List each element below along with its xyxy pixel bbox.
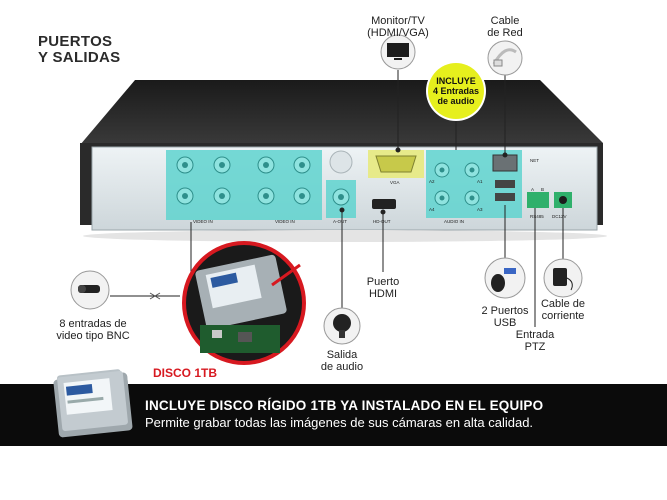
hdmi-port [372, 199, 396, 209]
audio-in-connectors [434, 162, 480, 206]
callout-network: Cable de Red [487, 15, 523, 39]
label-video-in-2: VIDEO IN [275, 219, 295, 224]
usb-port-2 [495, 193, 515, 201]
callout-hdmi: Puerto HDMI [366, 276, 400, 300]
banner-subtitle: Permite grabar todas las imágenes de sus… [145, 415, 534, 430]
bnc-cable-icon [70, 270, 161, 310]
audio-cable-icon [323, 307, 361, 345]
page-title: PUERTOS Y SALIDAS [38, 33, 121, 66]
rs485-terminal [527, 192, 549, 208]
label-vga: VGA [390, 180, 400, 185]
label-hd-out: HD-OUT [373, 219, 391, 224]
label-a4: A4 [429, 207, 435, 212]
banner-title: INCLUYE DISCO RÍGIDO 1TB YA INSTALADO EN… [145, 398, 544, 413]
vga-port [375, 155, 417, 173]
disk-label: DISCO 1TB [153, 366, 218, 380]
power-adapter-icon [543, 258, 583, 298]
label-a: A [531, 187, 535, 192]
hdd-inset [182, 241, 306, 365]
dvr-shadow [83, 230, 607, 242]
callout-bnc: 8 entradas de video tipo BNC [56, 318, 130, 342]
label-a1: A1 [477, 179, 483, 184]
dc12v-port [559, 196, 567, 204]
callout-usb: 2 Puertos USB [481, 305, 529, 329]
audio-in-highlight [426, 150, 488, 218]
label-dc12v: DC12V [552, 214, 567, 219]
label-a-out: A-OUT [333, 219, 347, 224]
label-rs485: RS485 [530, 214, 544, 219]
audio-inputs-badge: INCLUYE 4 Entradas de audio [428, 63, 484, 119]
label-video-in-1: VIDEO IN [193, 219, 213, 224]
callout-monitor: Monitor/TV (HDMI/VGA) [367, 15, 429, 39]
label-a3: A3 [477, 207, 483, 212]
label-audio-in: AUDIO IN [444, 219, 465, 224]
monitor-icon [380, 34, 416, 70]
label-b: B [541, 187, 545, 192]
usb-port-1 [495, 180, 515, 188]
blank-cover [329, 150, 353, 174]
network-cable-icon [487, 40, 523, 76]
dvr-top-cover [80, 80, 603, 145]
banner-hdd-icon [53, 371, 133, 438]
usb-mouse-icon [484, 257, 526, 299]
label-a2: A2 [429, 179, 435, 184]
callout-power: Cable de corriente [540, 298, 586, 322]
callout-audio-out: Salida de audio [320, 349, 364, 373]
label-net: NET [530, 158, 539, 163]
callout-ptz: Entrada PTZ [515, 329, 555, 353]
bnc-connectors [176, 156, 311, 205]
